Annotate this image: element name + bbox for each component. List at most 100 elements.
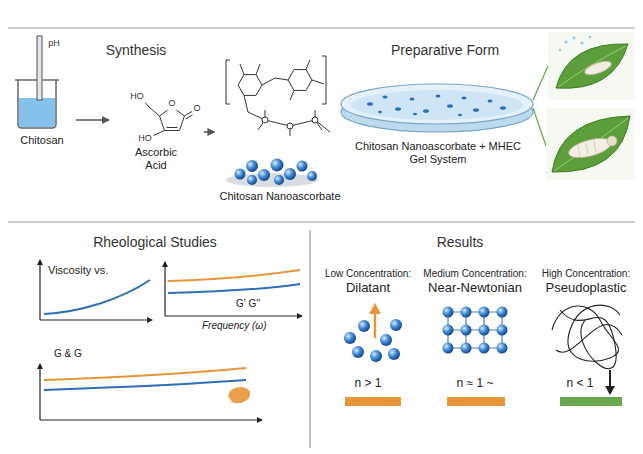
result-item: Medium Concentration:Near-Newtoniann ≈ 1… — [420, 262, 530, 402]
glycosidic-bond — [262, 78, 288, 85]
flow-arrow — [76, 119, 109, 121]
gel-particle — [500, 106, 506, 110]
beaker-icon — [15, 36, 59, 128]
node-label: Chitosan Nanoascorbate + MHEC Gel System — [350, 140, 526, 165]
gel-particles — [367, 94, 506, 116]
larva-head — [607, 136, 617, 146]
nanoparticle — [246, 160, 258, 172]
nanoparticle — [271, 159, 284, 172]
node-label: Medium Concentration: — [423, 268, 526, 280]
x-axis — [40, 419, 262, 420]
larva — [567, 135, 614, 162]
polymer-structure — [226, 56, 330, 136]
gel-particle — [423, 109, 429, 113]
gel-particle — [395, 107, 401, 111]
particle — [370, 350, 382, 362]
bond — [186, 115, 193, 119]
beaker-liquid — [19, 98, 55, 127]
bond — [180, 116, 185, 131]
nanoparticle — [274, 175, 284, 185]
section-heading: Rheological Studies — [93, 234, 217, 250]
dilatant-icon — [344, 303, 402, 362]
down-arrowhead — [605, 386, 615, 395]
particle — [443, 325, 454, 336]
y-axis — [164, 262, 165, 316]
side-group — [240, 60, 324, 100]
ph-probe — [37, 36, 42, 100]
polymer-tangle — [560, 310, 616, 369]
y-axis — [39, 364, 40, 420]
gel-particle — [383, 95, 388, 98]
spray-droplet — [559, 49, 562, 52]
nanoparticle — [235, 169, 246, 180]
particle — [388, 348, 400, 360]
spray-droplet — [580, 41, 583, 44]
x-axis — [165, 315, 302, 316]
result-bar — [447, 397, 505, 406]
leaf-spray-image — [548, 32, 634, 100]
petri-dish — [341, 84, 533, 132]
bond — [177, 110, 185, 116]
section-panel: SynthesisChitosanAscorbic AcidChitosan N… — [0, 30, 320, 222]
phosphate-atom — [312, 117, 318, 123]
section-panel: ResultsLow Concentration:Dilatantn > 1Me… — [312, 226, 643, 454]
data-blob — [228, 387, 250, 403]
gel-particle — [488, 99, 493, 102]
particle — [390, 319, 402, 331]
particle — [497, 325, 508, 336]
x-axis — [40, 319, 152, 320]
node-label: Near-Newtonian — [428, 281, 522, 296]
divider-line — [8, 221, 635, 222]
particle — [380, 334, 392, 346]
flow-arrow — [204, 131, 214, 133]
leader-line — [533, 66, 548, 100]
storage-modulus-curve — [44, 368, 246, 380]
particle — [479, 343, 490, 354]
polymer-tangle — [552, 305, 620, 361]
up-arrowhead — [369, 303, 381, 314]
leaf-vein — [554, 118, 628, 171]
bond — [164, 130, 179, 131]
particle — [443, 343, 454, 354]
node-label: Chitosan Nanoascorbate — [219, 190, 340, 203]
loss-modulus-curve — [44, 380, 246, 390]
nanoparticle — [247, 175, 257, 185]
node-label: n > 1 — [354, 377, 381, 391]
leaf — [552, 116, 630, 172]
larva-segments — [578, 141, 596, 156]
particle — [461, 307, 472, 318]
section-heading: Results — [437, 234, 484, 250]
sugar-ring — [238, 75, 262, 96]
repeat-bracket — [226, 56, 326, 104]
divider-line — [8, 27, 635, 28]
phosphate-chain — [244, 95, 330, 132]
gel-particle — [447, 104, 453, 108]
loss-modulus-curve — [168, 284, 300, 293]
node-label: Viscosity vs. — [48, 264, 108, 277]
node-label: G & G — [54, 348, 82, 360]
gel-surface — [351, 90, 523, 120]
gel-particle — [413, 113, 417, 116]
node-label: Pseudoplastic — [546, 281, 627, 296]
node-label: Frequency (ω) — [202, 320, 266, 332]
phosphate-oxygen — [258, 110, 322, 136]
storage-modulus-curve — [168, 270, 300, 281]
particle — [344, 332, 356, 344]
viscosity-chart-plot — [40, 260, 152, 320]
molecule-node: Ascorbic Acid — [112, 90, 202, 174]
newtonian-icon — [443, 307, 508, 354]
nanoparticle — [284, 168, 296, 180]
particle — [461, 343, 472, 354]
node-label: G' G'' — [236, 298, 260, 310]
photo-ground — [548, 32, 634, 100]
particle — [358, 320, 370, 332]
node-label: Chitosan — [20, 134, 63, 147]
up-arrow — [374, 312, 377, 338]
leaf — [556, 44, 628, 88]
gel-particle — [462, 96, 467, 99]
bond — [167, 127, 178, 128]
gel-dish-node: Chitosan Nanoascorbate + MHEC Gel System — [338, 68, 538, 172]
